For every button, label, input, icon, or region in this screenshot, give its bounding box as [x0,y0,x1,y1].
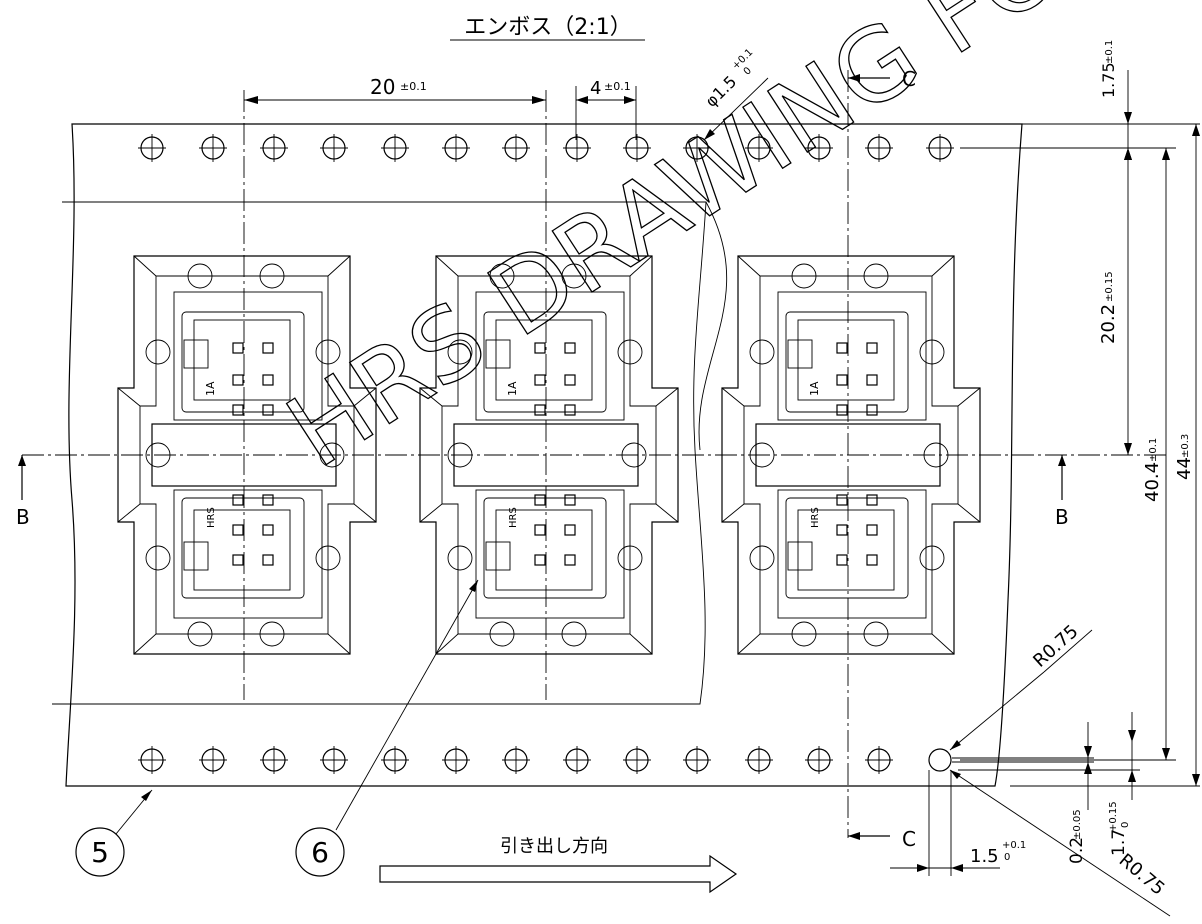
drawing-title: エンボス（2:1） [464,15,631,40]
sprocket-hole [138,746,166,774]
pull-direction: 引き出し方向 [379,836,738,894]
pin-mark-hrs: HRS [206,507,217,528]
sprocket-hole [745,134,773,162]
edge-value: 1.75 [1099,62,1118,98]
direction-arrow-icon [379,854,738,894]
sprocket-hole [260,134,288,162]
carrier-tape [52,123,1023,787]
pitch-value: 20 [370,75,395,99]
sprocket-hole [623,746,651,774]
sprocket-hole [865,134,893,162]
hole-pitch-tolerance: ±0.1 [604,80,631,93]
watermark: HRS DRAWING FOR RE [267,0,1202,491]
connector: 1A HRS [117,255,377,655]
row-tolerance: ±0.1 [1148,438,1159,462]
connector: 1A HRS [721,255,981,655]
dimension-hole-pitch: 4 ±0.1 [575,78,637,140]
sprocket-hole [926,134,954,162]
center-tolerance: ±0.15 [1104,271,1115,302]
hole-detail: R0.75 R0.75 0.2 ±0.05 1.7 +0.15 0 1.5 [890,621,1171,917]
center-value: 20.2 [1098,304,1119,344]
dimension-right: 1.75 ±0.1 20.2 ±0.15 40.4 ±0.1 44 ±0.3 [960,40,1200,787]
sprocket-holes-top [138,134,954,162]
hole-bottom-tol-upper: +0.1 [1002,840,1026,851]
radius-top-label: R0.75 [1029,621,1082,672]
hole-bottom-value: 1.5 [970,846,999,867]
section-marker-c: C C [848,67,916,851]
pin-mark-hrs: HRS [508,507,519,528]
center-lines [22,70,1166,838]
thickness-value: 0.2 [1067,837,1087,864]
callout-6-label: 6 [311,836,329,869]
pin-mark-hrs: HRS [810,507,821,528]
pin-mark-1a: 1A [506,381,519,396]
sprocket-hole [745,746,773,774]
sprocket-hole [805,134,833,162]
dimension-pitch: 20 ±0.1 [244,75,546,104]
section-b-left-label: B [16,505,30,529]
sprocket-hole [138,134,166,162]
sprocket-hole [805,746,833,774]
edge-tolerance: ±0.1 [1104,40,1115,64]
pin-mark-1a: 1A [808,381,821,396]
callout-5: 5 [75,789,153,877]
sprocket-hole [563,746,591,774]
sprocket-hole [199,134,227,162]
radius-bottom-label: R0.75 [1115,850,1169,900]
sprocket-hole [683,746,711,774]
pin-mark-1a: 1A [204,381,217,396]
sprocket-hole [502,134,530,162]
watermark-text: HRS DRAWING FOR RE [267,0,1202,490]
height-value: 1.7 [1109,829,1129,856]
direction-label: 引き出し方向 [500,836,608,857]
section-c-bottom-label: C [902,827,916,851]
callout-5-label: 5 [91,836,109,869]
sprocket-hole [623,134,651,162]
sprocket-hole [320,746,348,774]
sprocket-hole [442,134,470,162]
sprocket-hole [320,134,348,162]
sprocket-hole [199,746,227,774]
sprocket-hole [381,746,409,774]
width-value: 44 [1174,457,1195,480]
sprocket-holes-bottom [138,746,893,774]
pitch-tolerance: ±0.1 [400,80,427,93]
sprocket-hole [865,746,893,774]
sprocket-hole [260,746,288,774]
sprocket-hole [563,134,591,162]
height-tol-upper: +0.15 [1108,801,1119,832]
hole-diameter-tol-lower: 0 [742,65,754,77]
hole-bottom-tol-lower: 0 [1004,852,1010,863]
row-value: 40.4 [1142,462,1163,502]
height-tol-lower: 0 [1120,822,1131,828]
callout-6: 6 [295,579,479,877]
sprocket-hole [683,134,711,162]
sprocket-hole [502,746,530,774]
width-tolerance: ±0.3 [1180,434,1191,458]
sprocket-hole [442,746,470,774]
thickness-tolerance: ±0.05 [1072,809,1083,840]
section-marker-b: B B [16,455,1069,529]
hole-pitch-value: 4 [590,78,601,99]
section-b-right-label: B [1055,505,1069,529]
sprocket-hole [381,134,409,162]
section-c-top-label: C [902,67,916,91]
